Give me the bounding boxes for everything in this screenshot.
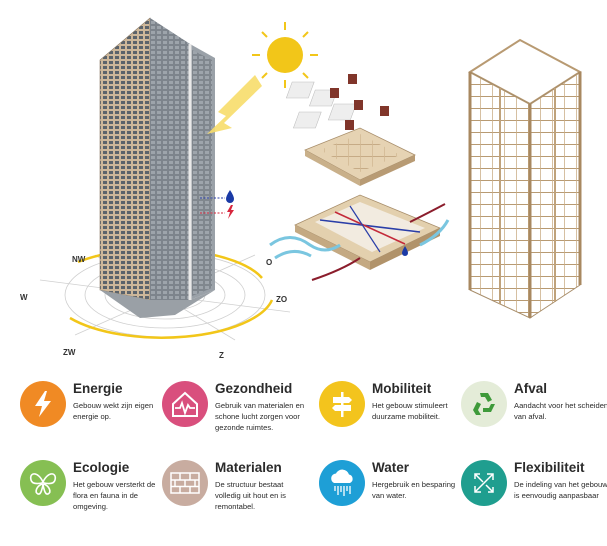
feature-water: Water Hergebruik en besparing van water. bbox=[319, 460, 464, 540]
water-drop-icon bbox=[226, 190, 234, 203]
feature-ecologie: Ecologie Het gebouw versterkt de flora e… bbox=[20, 460, 165, 540]
feature-title: Mobiliteit bbox=[372, 381, 432, 396]
butterfly-icon bbox=[20, 460, 66, 506]
feature-description: De indeling van het gebouw is eenvoudig … bbox=[514, 480, 607, 500]
feature-gezondheid: Gezondheid Gebruik van materialen en sch… bbox=[162, 381, 307, 461]
feature-title: Ecologie bbox=[73, 460, 130, 475]
feature-description: De structuur bestaat volledig uit hout e… bbox=[215, 480, 286, 511]
brick-wall-icon bbox=[162, 460, 208, 506]
feature-afval: Afval Aandacht voor het scheiden van afv… bbox=[461, 381, 607, 461]
feature-title: Afval bbox=[514, 381, 548, 396]
lightning-icon bbox=[227, 205, 234, 219]
compass-label-zw: ZW bbox=[63, 348, 76, 357]
feature-title: Flexibiliteit bbox=[514, 460, 585, 475]
feature-materialen: Materialen De structuur bestaat volledig… bbox=[162, 460, 307, 540]
feature-description: Gebouw wekt zijn eigen energie op. bbox=[73, 401, 154, 421]
timber-frame-structure bbox=[468, 38, 582, 319]
lightning-bolt-icon bbox=[20, 381, 66, 427]
feature-description: Hergebruik en besparing van water. bbox=[372, 480, 456, 500]
feature-mobiliteit: Mobiliteit Het gebouw stimuleert duurzam… bbox=[319, 381, 464, 461]
feature-energie: Energie Gebouw wekt zijn eigen energie o… bbox=[20, 381, 165, 461]
recycle-icon bbox=[461, 381, 507, 427]
sun-icon bbox=[207, 22, 318, 134]
feature-title: Materialen bbox=[215, 460, 282, 475]
compass-label-zo: ZO bbox=[276, 295, 287, 304]
tower-model bbox=[99, 17, 234, 318]
compass-label-z: Z bbox=[219, 351, 224, 360]
feature-title: Gezondheid bbox=[215, 381, 293, 396]
compass-label-o: O bbox=[266, 258, 272, 267]
rain-cloud-icon bbox=[319, 460, 365, 506]
feature-flexibiliteit: Flexibiliteit De indeling van het gebouw… bbox=[461, 460, 607, 540]
feature-title: Energie bbox=[73, 381, 123, 396]
compass-label-nw: NW bbox=[72, 255, 86, 264]
feature-description: Het gebouw stimuleert duurzame mobilitei… bbox=[372, 401, 448, 421]
feature-description: Gebruik van materialen en schone lucht z… bbox=[215, 401, 305, 432]
feature-description: Aandacht voor het scheiden van afval. bbox=[514, 401, 607, 421]
house-heartbeat-icon bbox=[162, 381, 208, 427]
exploded-floor-diagram bbox=[269, 74, 450, 281]
compass-label-w: W bbox=[20, 293, 28, 302]
feature-description: Het gebouw versterkt de flora en fauna i… bbox=[73, 480, 156, 511]
building-illustration: NW W ZW Z ZO O bbox=[20, 17, 582, 360]
signpost-icon bbox=[319, 381, 365, 427]
expand-arrows-icon bbox=[461, 460, 507, 506]
feature-title: Water bbox=[372, 460, 410, 475]
